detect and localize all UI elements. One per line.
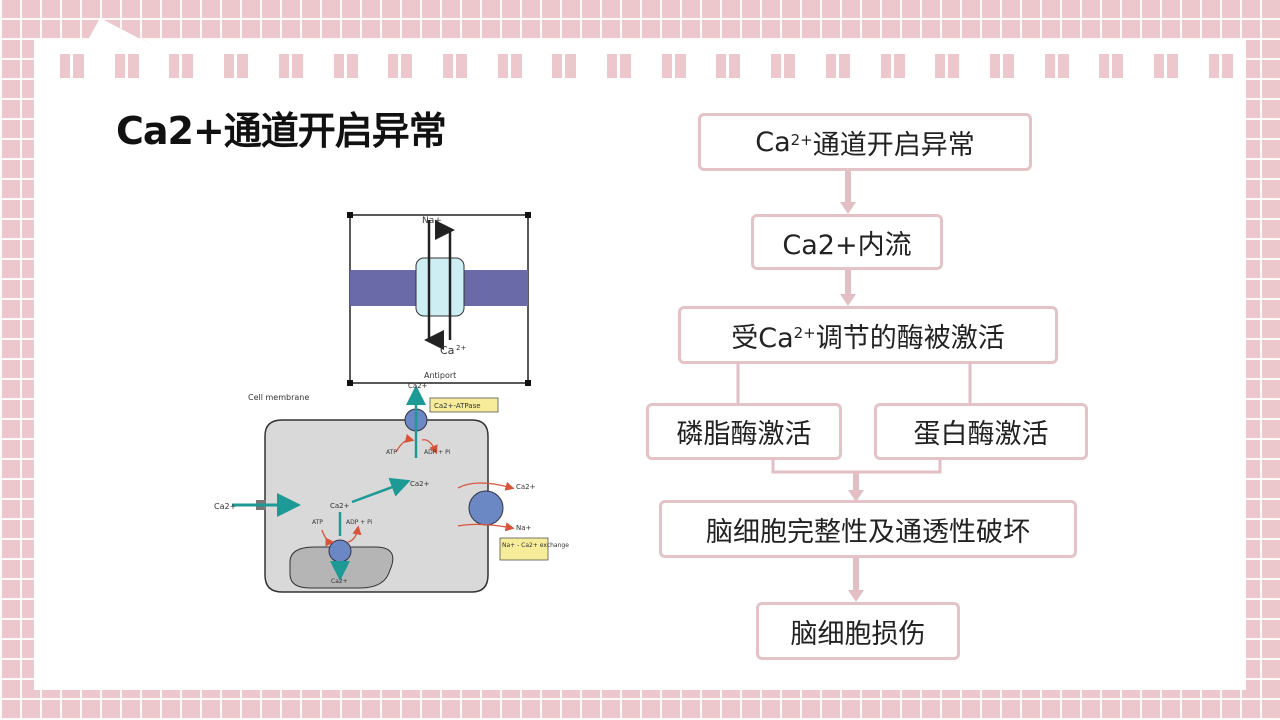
ion-center-label: Ca2+ <box>330 502 350 510</box>
cell-diagram: Cell membrane Ca2+ Ca2+ Ca2+-ATPase ATP … <box>214 382 569 593</box>
perforation-hole <box>497 54 522 78</box>
perforation-hole <box>989 54 1014 78</box>
ion-in-left-label: Ca2+ <box>214 502 236 511</box>
perforation-hole <box>1044 54 1069 78</box>
perforation-hole <box>442 54 467 78</box>
perforation-hole <box>771 54 796 78</box>
n2-label: Ca2+内流 <box>782 229 912 261</box>
perforation-hole <box>169 54 194 78</box>
channel-ion-sup: 2+ <box>456 344 466 352</box>
n5-label: 脑细胞完整性及通透性破坏 <box>706 516 1030 548</box>
n3-post: 调节的酶被激活 <box>815 322 1005 354</box>
perforation-hole <box>880 54 905 78</box>
membrane-label: Cell membrane <box>248 393 309 402</box>
n1-main: Ca <box>755 126 791 158</box>
channel-ion-label: Ca <box>440 344 454 357</box>
atp-top-label: ATP <box>386 449 397 456</box>
perforation-hole <box>607 54 631 78</box>
n6-label: 脑细胞损伤 <box>790 618 926 650</box>
n1-rest: 通道开启异常 <box>812 129 975 161</box>
perforation-hole <box>333 54 358 78</box>
flow-node-brain-cell-injury: 脑细胞损伤 <box>756 602 960 660</box>
perforation-hole <box>1099 54 1124 78</box>
flow-node-calcium-influx: Ca2+内流 <box>751 214 943 270</box>
perforation-hole <box>114 54 139 78</box>
atp-mid-label: ATP <box>312 519 323 526</box>
adp-mid-label: ADP + Pi <box>346 519 373 526</box>
n4a-label: 磷脂酶激活 <box>676 419 812 450</box>
perforation-hole <box>60 54 84 78</box>
perforation-strip <box>34 54 1246 80</box>
perforation-hole <box>1154 54 1178 78</box>
flow-node-phospholipase: 磷脂酶激活 <box>646 403 842 460</box>
perforation-hole <box>224 54 249 78</box>
na-label: Na+ <box>516 524 532 532</box>
exchanger-label: Na+ - Ca2+ exchange <box>502 542 569 549</box>
ion-right-label: Ca2+ <box>410 480 430 488</box>
n3-pre: 受Ca <box>731 322 794 354</box>
perforation-hole <box>388 54 413 78</box>
folded-corner-decoration <box>88 18 158 52</box>
perforation-hole <box>825 54 850 78</box>
channel-inset: Na+ Ca 2+ Antiport <box>347 212 531 386</box>
slide-paper <box>34 40 1246 690</box>
ion-bottom-label: Ca2+ <box>331 578 348 585</box>
n3-sup: 2+ <box>793 324 816 342</box>
atpase-label-box <box>429 397 499 413</box>
calcium-transport-figure: Na+ Ca 2+ Antiport Cell membrane Ca2+ Ca… <box>214 212 569 593</box>
n4b-label: 蛋白酶激活 <box>913 419 1049 450</box>
perforation-hole <box>552 54 577 78</box>
exchanger-label-box <box>499 537 549 561</box>
perforation-hole <box>661 54 686 78</box>
atpase-label: Ca2+-ATPase <box>434 402 481 410</box>
flow-node-integrity-damage: 脑细胞完整性及通透性破坏 <box>659 500 1077 558</box>
n1-sup: 2+ <box>790 131 813 149</box>
channel-caption: Antiport <box>424 371 456 380</box>
adp-top-label: ADP + Pi <box>424 449 451 456</box>
perforation-hole <box>1208 54 1233 78</box>
perforation-hole <box>716 54 741 78</box>
perforation-hole <box>935 54 960 78</box>
channel-top-label: Na+ <box>422 216 442 226</box>
page-title: Ca2+通道开启异常 <box>116 109 447 153</box>
perforation-hole <box>278 54 303 78</box>
exchanger-ion-label: Ca2+ <box>516 483 536 491</box>
ion-top-label: Ca2+ <box>408 382 428 390</box>
flow-node-protease: 蛋白酶激活 <box>874 403 1088 460</box>
